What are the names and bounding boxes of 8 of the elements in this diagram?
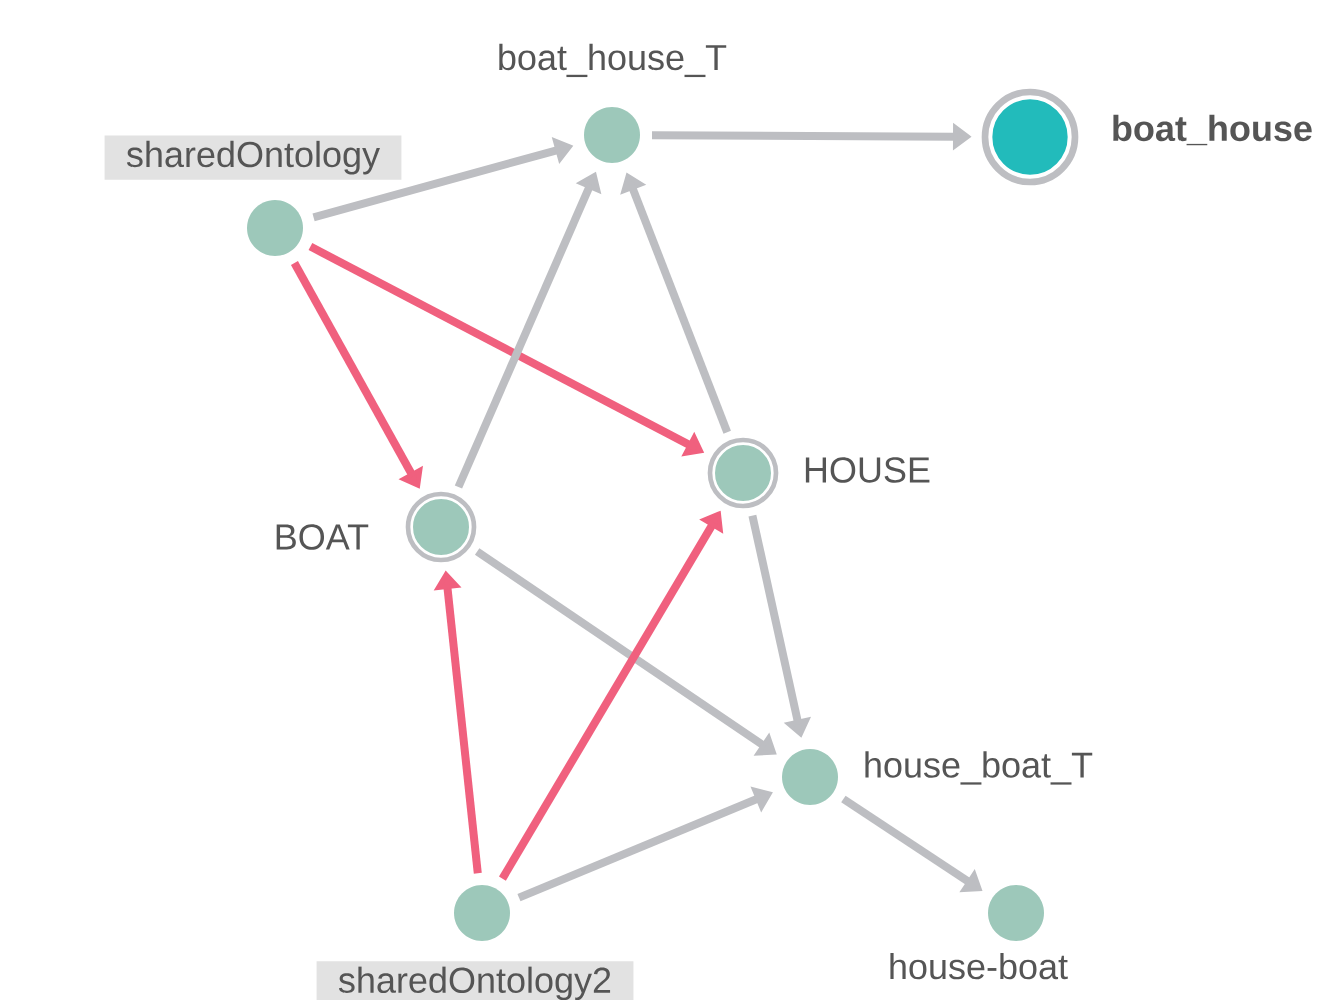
label-tag: sharedOntology — [104, 135, 402, 180]
label-tag: sharedOntology2 — [316, 961, 634, 1000]
node-label: BOAT — [276, 524, 369, 550]
node-label: house-boat — [890, 952, 1068, 980]
node-label: boat_house_T — [499, 43, 727, 78]
node-label: HOUSE — [805, 457, 930, 483]
node-label: boat_house — [1113, 114, 1312, 146]
node-label: house_boat_T — [865, 751, 1093, 785]
